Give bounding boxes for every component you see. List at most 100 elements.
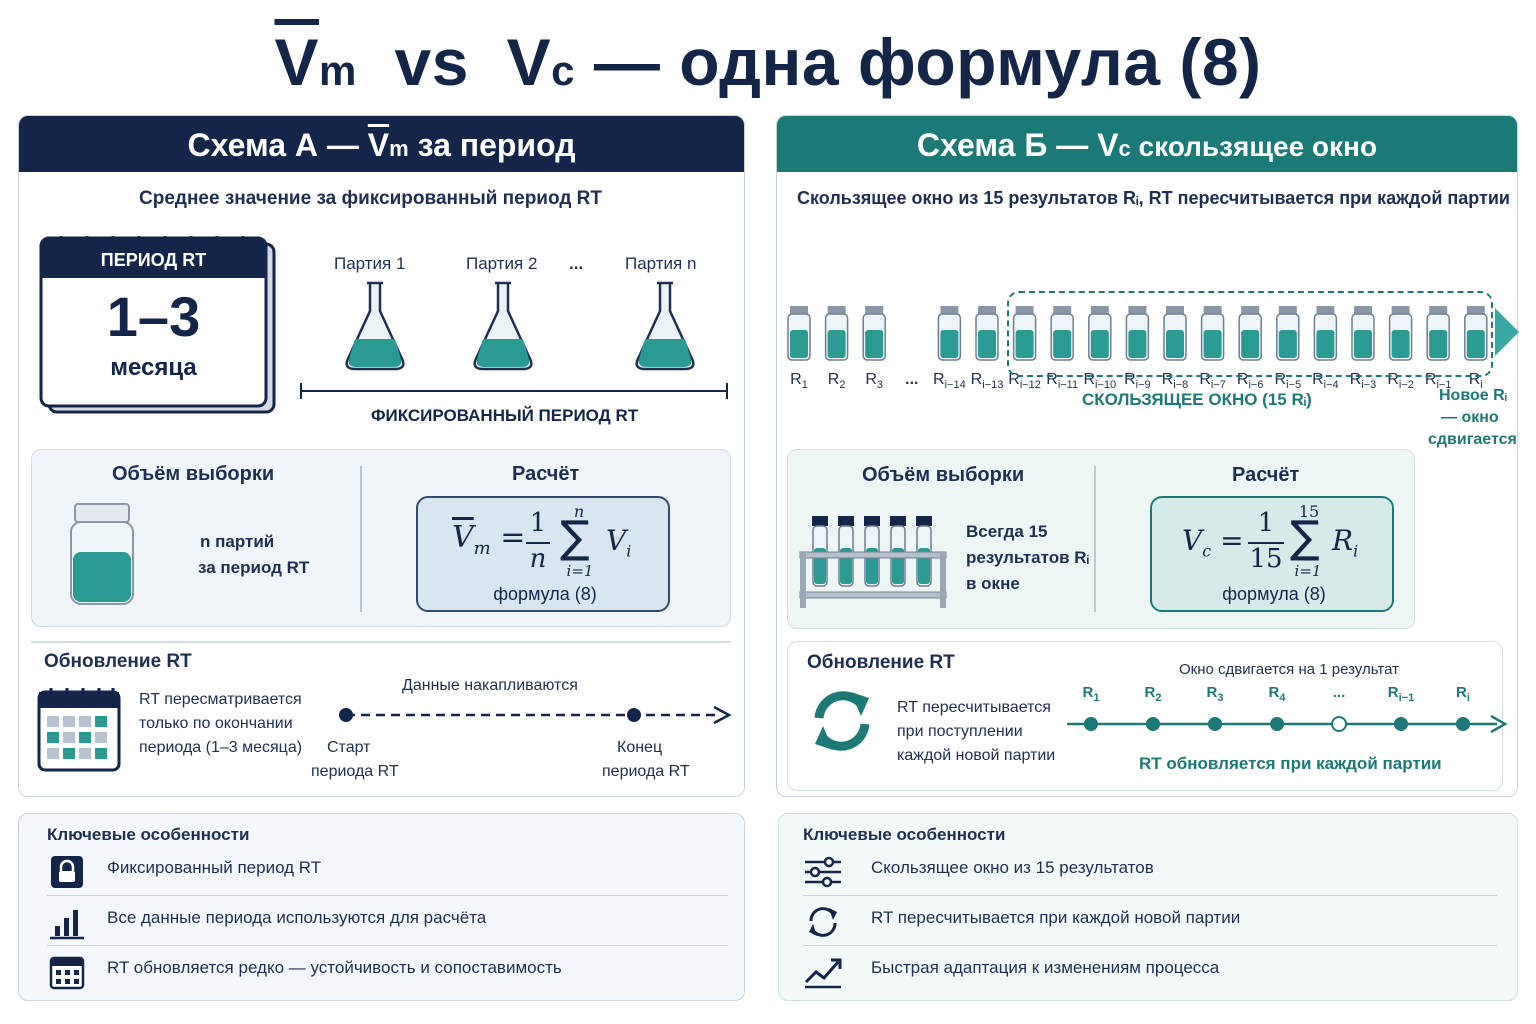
calendar-icon bbox=[37, 234, 277, 414]
timeline-point bbox=[1208, 717, 1222, 731]
vial-icon bbox=[1050, 306, 1074, 361]
update-text-a-2: только по окончании bbox=[139, 715, 293, 732]
vial-label: ... bbox=[905, 371, 919, 388]
timeline-end-a-2: периода RT bbox=[602, 763, 690, 780]
batch-1-label: Партия 1 bbox=[334, 254, 406, 273]
timeline-label-a: Данные накапливаются bbox=[402, 677, 578, 694]
divider bbox=[360, 466, 362, 612]
scheme-b-calc-box: Объём выборки Расчёт Всегда 15 результат… bbox=[787, 449, 1415, 629]
vial-label: Ri−3 bbox=[1349, 371, 1377, 392]
vial-icon bbox=[1388, 306, 1413, 361]
sample-text-b-3: в окне bbox=[966, 574, 1020, 593]
calc-title-a: Расчёт bbox=[512, 463, 580, 485]
lock-icon bbox=[51, 856, 83, 888]
update-text-a-3: периода (1–3 месяца) bbox=[139, 739, 303, 756]
scheme-a-subtitle: Среднее значение за фиксированный период… bbox=[139, 188, 603, 209]
new-label-2: — окно bbox=[1441, 409, 1499, 426]
vial-icon bbox=[1313, 306, 1338, 361]
update-title-b: Обновление RT bbox=[807, 652, 955, 673]
timeline-point-label: Ri−1 bbox=[1387, 684, 1415, 704]
vial-icon bbox=[1088, 306, 1112, 361]
timeline-start-a-2: периода RT bbox=[311, 763, 399, 780]
new-label-3: сдвигается bbox=[1428, 431, 1517, 448]
vial-label: Ri bbox=[1468, 371, 1483, 392]
features-title-a: Ключевые особенности bbox=[47, 825, 250, 844]
features-b: Ключевые особенности Скользящее окно из … bbox=[778, 813, 1518, 1001]
timeline-top-b: Окно сдвигается на 1 результат bbox=[1179, 661, 1399, 678]
vial-label: Ri−5 bbox=[1274, 371, 1302, 392]
vial-label: Ri−1 bbox=[1424, 371, 1452, 392]
window-label: СКОЛЬЗЯЩЕЕ ОКНО (15 Rᵢ) bbox=[1082, 390, 1312, 409]
vial-icon bbox=[824, 306, 849, 361]
vial-icon bbox=[862, 306, 886, 361]
sample-title-a: Объём выборки bbox=[112, 463, 275, 485]
feature-row: RT обновляется редко — устойчивость и со… bbox=[47, 946, 728, 996]
features-title-b: Ключевые особенности bbox=[803, 825, 1006, 844]
timeline-start-a-1: Старт bbox=[327, 739, 371, 756]
page-title: Vm vs Vc — одна формула (8) bbox=[274, 25, 1262, 99]
divider bbox=[1094, 466, 1096, 612]
vial-label: Ri−6 bbox=[1236, 371, 1264, 392]
bar-chart-icon bbox=[50, 910, 84, 940]
update-text-a-1: RT пересматривается bbox=[139, 691, 302, 708]
vial-label: Ri−11 bbox=[1046, 371, 1079, 392]
vial-icon bbox=[1163, 306, 1187, 361]
vial-label: R1 bbox=[790, 371, 808, 392]
refresh-icon bbox=[809, 907, 837, 937]
calendar-label: ПЕРИОД RT bbox=[100, 250, 207, 270]
sample-text-b-2: результатов Rᵢ bbox=[966, 548, 1089, 567]
feature-row: Все данные периода используются для расч… bbox=[47, 896, 728, 946]
feature-row: RT пересчитывается при каждой новой парт… bbox=[803, 896, 1497, 946]
vials-row bbox=[787, 306, 1488, 361]
timeline-point bbox=[1331, 716, 1347, 732]
vial-icon bbox=[1276, 306, 1300, 361]
refresh-icon bbox=[814, 691, 870, 751]
feature-row: Фиксированный период RT bbox=[47, 846, 728, 896]
timeline-point-label: R4 bbox=[1268, 684, 1286, 704]
vial-icon bbox=[1464, 306, 1488, 361]
scheme-b-subtitle: Скользящее окно из 15 результатов Rᵢ, RT… bbox=[797, 188, 1510, 208]
vial-label: Ri−8 bbox=[1161, 371, 1189, 392]
vial-label: Ri−2 bbox=[1387, 371, 1414, 392]
timeline-point bbox=[1394, 717, 1408, 731]
sample-text-a-1: n партий bbox=[200, 532, 275, 551]
jar-icon bbox=[70, 503, 134, 605]
period-label: ФИКСИРОВАННЫЙ ПЕРИОД RT bbox=[371, 406, 639, 425]
vial-icon bbox=[1125, 306, 1150, 361]
timeline-end-a-1: Конец bbox=[617, 739, 663, 756]
timeline-point-label: R1 bbox=[1082, 684, 1100, 704]
sliders-icon bbox=[805, 856, 841, 888]
scheme-b-header: Схема Б — Vc скользящее окно bbox=[777, 116, 1517, 172]
timeline-point bbox=[1270, 717, 1284, 731]
new-label-1: Новое Rᵢ bbox=[1439, 387, 1507, 404]
update-text-b-1: RT пересчитывается bbox=[897, 699, 1051, 716]
timeline-point-label: ... bbox=[1332, 684, 1346, 701]
window-arrow-icon bbox=[1495, 308, 1519, 356]
scheme-a-calc-box: Объём выборки Расчёт n партий за период … bbox=[31, 449, 731, 627]
update-a-divider bbox=[31, 641, 731, 643]
vial-label: Ri−13 bbox=[970, 371, 1004, 392]
vial-label: Ri−12 bbox=[1008, 371, 1041, 392]
calendar-value: 1–3 bbox=[106, 285, 201, 348]
timeline-point bbox=[1084, 717, 1098, 731]
scheme-a-header: Схема А — Vm за период bbox=[19, 116, 744, 172]
update-text-b-2: при поступлении bbox=[897, 723, 1023, 740]
update-text-b-3: каждой новой партии bbox=[897, 747, 1056, 764]
test-tube-rack-icon bbox=[799, 516, 947, 608]
formula-b: Vc = 1 15 15 ∑ i=1 Ri формула (8) bbox=[1150, 496, 1394, 612]
batch-ellipsis: ... bbox=[569, 254, 584, 273]
timeline-b bbox=[1067, 714, 1508, 734]
vial-icon bbox=[1238, 306, 1262, 361]
vial-label: R2 bbox=[827, 371, 846, 392]
calc-title-b: Расчёт bbox=[1232, 464, 1300, 486]
timeline-bottom-b: RT обновляется при каждой партии bbox=[1139, 754, 1442, 773]
sample-title-b: Объём выборки bbox=[862, 464, 1025, 486]
vial-icon bbox=[975, 306, 999, 361]
vial-label: Ri−7 bbox=[1199, 371, 1226, 392]
vial-icon bbox=[1200, 306, 1225, 361]
vial-label: Ri−9 bbox=[1124, 371, 1151, 392]
vial-icon bbox=[787, 306, 811, 361]
timeline-point-label: R3 bbox=[1206, 684, 1224, 704]
vial-icon bbox=[1426, 306, 1450, 361]
batch-n-label: Партия n bbox=[625, 254, 697, 273]
